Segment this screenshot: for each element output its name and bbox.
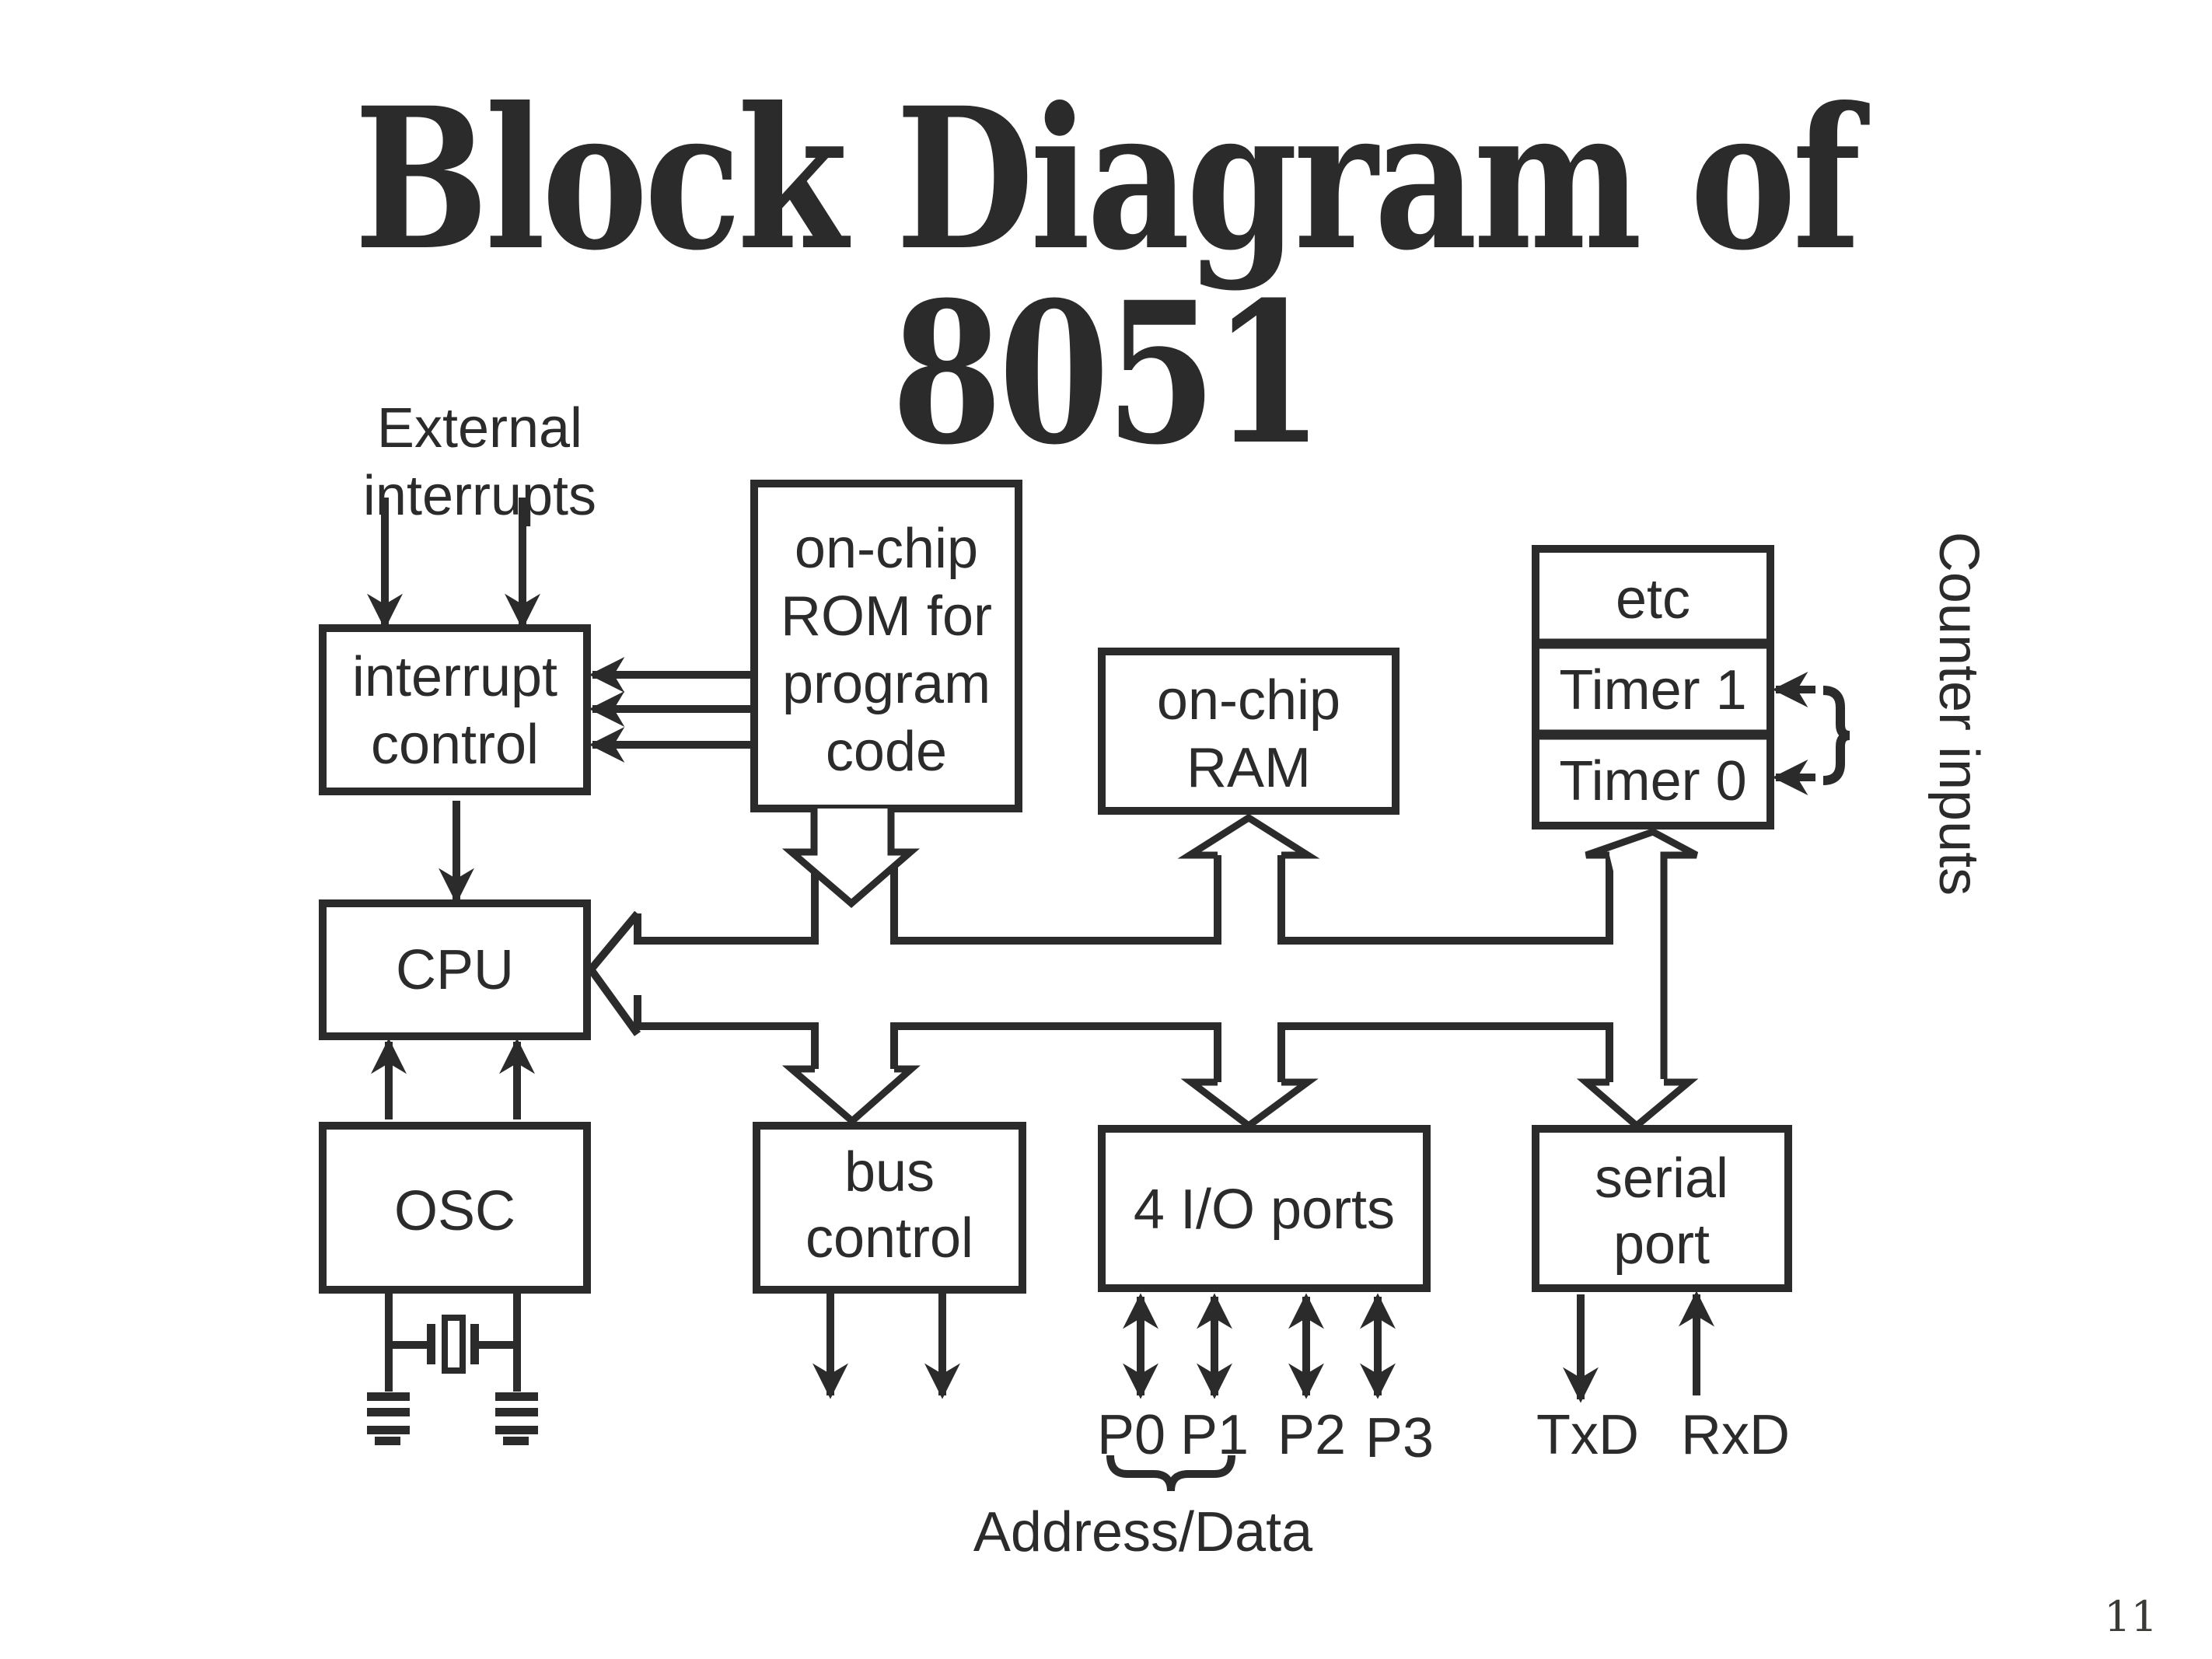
slide-title: Block Diagram of 8051 [354,65,1861,487]
address-data-label: Address/Data [973,1501,1313,1563]
external-interrupts-label: External [377,397,582,459]
ram-label: on-chip [1157,669,1340,732]
bus-control-block: bus control [753,1122,1026,1294]
ram-label-line2: RAM [1186,737,1311,799]
counter-inputs-brace [1822,686,1850,785]
timer0-label: Timer 0 [1559,750,1746,812]
rom-to-bus-arrow [781,809,921,908]
bus-control-label: bus [844,1141,935,1203]
rom-block: on-chip ROM for program code [750,480,1022,812]
bus-to-serial-arrow [1576,1078,1699,1130]
serial-port-label: serial [1595,1147,1728,1210]
ground-icon [495,1392,538,1445]
external-interrupts-label-line2: interrupts [363,465,596,527]
rom-label-line3: program [782,653,991,715]
interrupt-control-label: interrupt [352,646,557,708]
internal-bus [585,855,1613,1082]
bus-to-bus-control-arrow [781,1065,921,1126]
bus-to-ram-arrow [1177,813,1320,859]
ground-icon [367,1392,410,1445]
ram-block: on-chip RAM [1098,648,1400,815]
bus-to-io-arrow [1180,1078,1319,1130]
serial-port-block: serial port [1532,1125,1792,1292]
serial-port-label-line2: port [1613,1214,1710,1276]
page-number: 11 [2104,1592,2158,1641]
cpu-block: CPU [319,899,591,1040]
bus-control-label-line2: control [805,1207,973,1270]
address-data-brace [1106,1455,1235,1492]
osc-label: OSC [394,1180,515,1242]
interrupt-control-block: interrupt control [319,624,591,795]
rom-label-line4: code [826,721,947,783]
interrupt-control-label-line2: control [371,714,539,776]
rom-label: on-chip [795,518,978,580]
port-label-p2: P2 [1277,1404,1346,1466]
osc-block: OSC [319,1122,591,1294]
port-label-p3: P3 [1365,1407,1434,1469]
rom-label-line2: ROM for [781,585,992,648]
io-ports-label: 4 I/O ports [1134,1179,1395,1241]
io-ports-block: 4 I/O ports [1098,1125,1431,1292]
counter-inputs-label: Counter inputs [1927,532,1990,896]
cpu-label: CPU [396,939,514,1001]
txd-label: TxD [1536,1404,1639,1466]
port-label-p1: P1 [1180,1404,1249,1466]
rxd-label: RxD [1681,1404,1790,1466]
etc-label: etc [1616,568,1690,630]
bus-to-timer-arrow [1585,828,1699,1079]
crystal-oscillator-icon [385,1290,521,1392]
timer1-label: Timer 1 [1559,659,1746,721]
timer-stack-block: etc Timer 1 Timer 0 [1532,545,1774,830]
